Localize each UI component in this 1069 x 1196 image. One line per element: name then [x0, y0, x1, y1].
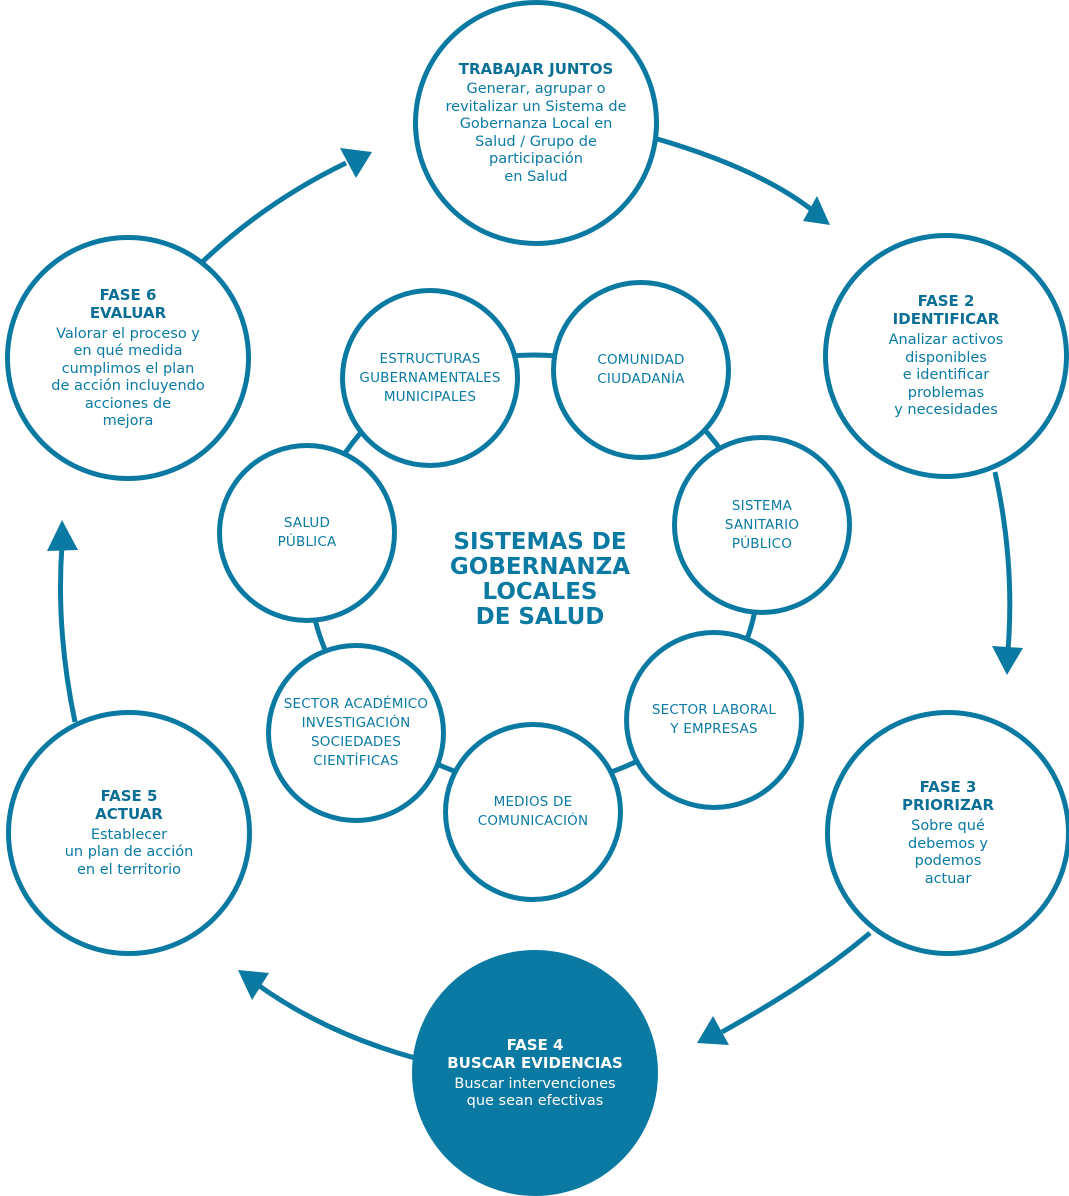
phase-desc-line: revitalizar un Sistema de	[445, 98, 627, 115]
actor-label: SALUD PÚBLICA	[278, 514, 337, 552]
arrowhead-to-phase4	[697, 1016, 729, 1045]
phase-desc-line: problemas	[907, 384, 985, 401]
phase-desc-line: acciones de	[84, 395, 172, 412]
phase-subtitle: PRIORIZAR	[901, 796, 995, 814]
actor-label-line: MEDIOS DE	[493, 794, 573, 810]
center-title-line: GOBERNANZA	[449, 554, 631, 580]
phase-title: FASE 4	[506, 1035, 564, 1054]
phase-subtitle: IDENTIFICAR	[892, 310, 1000, 329]
phase-desc-line: participación	[489, 151, 583, 167]
arrowhead-to-phase3	[992, 646, 1023, 675]
arrow-phase6-to-phase1	[194, 160, 348, 270]
actor-sistema-sanitario-publico: SISTEMA SANITARIO PÚBLICO	[672, 435, 852, 615]
phase-desc-line: Valorar el proceso y	[56, 325, 200, 342]
actor-label-line: GUBERNAMENTALES	[359, 369, 501, 386]
phase-desc-line: Salud / Grupo de	[475, 133, 597, 150]
actor-label: SECTOR ACADÉMICO INVESTIGACIÓN SOCIEDADE…	[284, 695, 429, 771]
actor-label-line: COMUNIDAD	[597, 352, 685, 368]
phase-description: Sobre qué debemos y podemos actuar	[908, 818, 988, 888]
phase-4-buscar-evidencias: FASE 4 BUSCAR EVIDENCIAS Buscar interven…	[412, 950, 658, 1196]
actor-label-line: PÚBLICA	[277, 534, 337, 550]
actor-label: ESTRUCTURAS GUBERNAMENTALES MUNICIPALES	[359, 350, 500, 407]
phase-title: FASE 2	[917, 292, 975, 311]
arrowhead-to-phase5	[238, 970, 269, 1000]
phase-subtitle: BUSCAR EVIDENCIAS	[447, 1053, 623, 1072]
phase-title: FASE 3	[919, 778, 977, 796]
arrow-phase3-to-phase4	[720, 931, 872, 1035]
actor-label-line: SECTOR LABORAL	[651, 702, 777, 718]
phase-subtitle: ACTUAR	[95, 804, 163, 823]
actor-estructuras-gubernamentales: ESTRUCTURAS GUBERNAMENTALES MUNICIPALES	[340, 288, 520, 468]
phase-desc-line: actuar	[924, 870, 972, 887]
actor-medios-comunicacion: MEDIOS DE COMUNICACIÓN	[443, 722, 623, 902]
arrow-phase4-to-phase5	[256, 982, 416, 1061]
phase-trabajar-juntos: TRABAJAR JUNTOS Generar, agrupar o revit…	[413, 0, 659, 246]
arrowhead-to-phase6	[47, 520, 78, 551]
actor-label: SISTEMA SANITARIO PÚBLICO	[725, 497, 799, 554]
phase-desc-line: en el territorio	[77, 861, 181, 878]
phase-desc-line: Establecer	[90, 826, 168, 843]
actor-label-line: SALUD	[283, 515, 331, 531]
arrowhead-to-phase1	[340, 148, 372, 178]
phase-description: Generar, agrupar o revitalizar un Sistem…	[446, 81, 627, 186]
phase-desc-line: un plan de acción	[64, 844, 194, 861]
phase-desc-line: podemos	[914, 853, 982, 869]
phase-desc-line: Sobre qué	[911, 818, 985, 834]
actor-label-line: SOCIEDADES	[310, 734, 401, 750]
actor-salud-publica: SALUD PÚBLICA	[217, 443, 397, 623]
arrowhead-to-phase2	[803, 196, 830, 225]
phase-desc-line: e identificar	[902, 367, 990, 384]
actor-label-line: COMUNICACIÓN	[477, 813, 589, 829]
phase-title: FASE 5	[100, 786, 158, 805]
phase-desc-line: Generar, agrupar o	[466, 81, 606, 97]
phase-desc-line: Buscar intervenciones	[454, 1075, 616, 1092]
phase-description: Establecer un plan de acción en el terri…	[65, 827, 194, 880]
phase-desc-line: que sean efectivas	[466, 1093, 604, 1109]
actor-sector-laboral: SECTOR LABORAL Y EMPRESAS	[624, 630, 804, 810]
actor-label-line: CIUDADANÍA	[597, 371, 685, 387]
actor-sector-academico: SECTOR ACADÉMICO INVESTIGACIÓN SOCIEDADE…	[266, 643, 446, 823]
phase-desc-line: mejora	[102, 413, 154, 429]
phase-title: TRABAJAR JUNTOS	[458, 60, 614, 78]
phase-desc-line: de acción incluyendo	[51, 378, 205, 394]
arrow-phase1-to-phase2	[653, 135, 814, 212]
phase-desc-line: cumplimos el plan	[61, 360, 195, 377]
actor-label-line: ESTRUCTURAS	[379, 350, 481, 367]
phase-3-priorizar: FASE 3 PRIORIZAR Sobre qué debemos y pod…	[825, 710, 1069, 956]
phase-desc-line: disponibles	[905, 349, 987, 366]
actor-label-line: INVESTIGACIÓN	[301, 715, 411, 731]
center-title: SISTEMAS DE GOBERNANZA LOCALES DE SALUD	[415, 530, 665, 630]
actor-label-line: SECTOR ACADÉMICO	[283, 696, 429, 712]
phase-desc-line: Gobernanza Local en	[459, 116, 613, 132]
actor-label-line: Y EMPRESAS	[670, 721, 758, 737]
arrow-phase5-to-phase6	[58, 544, 78, 723]
actor-comunidad-ciudadania: COMUNIDAD CIUDADANÍA	[551, 280, 731, 460]
phase-6-evaluar: FASE 6 EVALUAR Valorar el proceso y en q…	[5, 235, 251, 481]
actor-label: MEDIOS DE COMUNICACIÓN	[478, 793, 589, 831]
phase-desc-line: en qué medida	[73, 343, 183, 359]
phase-desc-line: en Salud	[504, 168, 568, 185]
actor-label-line: CIENTÍFICAS	[313, 753, 399, 769]
phase-2-identificar: FASE 2 IDENTIFICAR Analizar activos disp…	[823, 233, 1069, 479]
phase-desc-line: Analizar activos	[888, 332, 1004, 349]
center-title-line: LOCALES	[482, 579, 598, 605]
arrow-phase2-to-phase3	[992, 471, 1013, 651]
phase-desc-line: debemos y	[908, 835, 988, 852]
actor-label: COMUNIDAD CIUDADANÍA	[597, 351, 684, 389]
phase-description: Buscar intervenciones que sean efectivas	[454, 1076, 615, 1111]
actor-label-line: SISTEMA	[731, 497, 793, 514]
center-title-line: DE SALUD	[475, 604, 605, 630]
phase-subtitle: EVALUAR	[89, 303, 167, 322]
actor-label: SECTOR LABORAL Y EMPRESAS	[652, 701, 776, 739]
center-title-line: SISTEMAS DE	[453, 529, 627, 555]
phase-5-actuar: FASE 5 ACTUAR Establecer un plan de acci…	[6, 710, 252, 956]
phase-description: Valorar el proceso y en qué medida cumpl…	[51, 326, 204, 431]
actor-label-line: PÚBLICO	[731, 535, 793, 552]
phase-title: FASE 6	[99, 285, 157, 304]
phase-desc-line: y necesidades	[894, 402, 998, 419]
phase-description: Analizar activos disponibles e identific…	[889, 332, 1004, 420]
actor-label-line: MUNICIPALES	[383, 388, 477, 405]
actor-label-line: SANITARIO	[724, 516, 800, 533]
